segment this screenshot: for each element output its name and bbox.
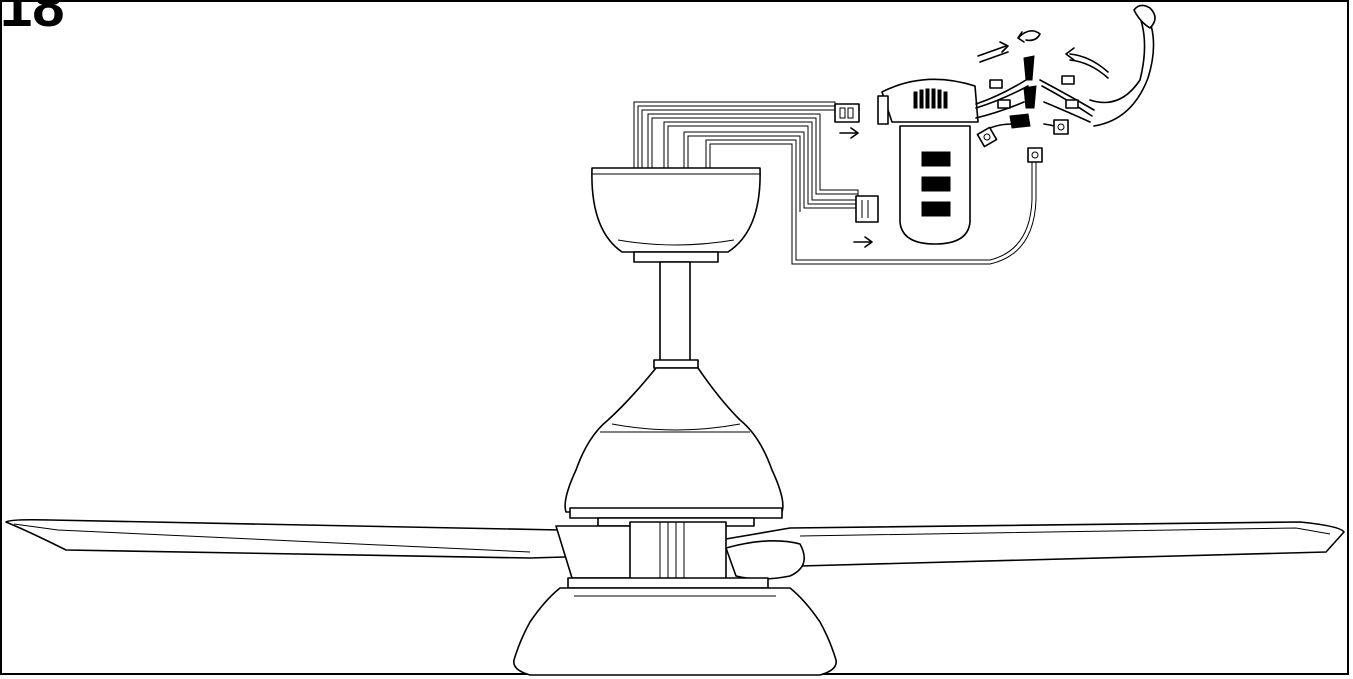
canopy-icon bbox=[591, 167, 761, 263]
downrod bbox=[653, 261, 699, 369]
fan-blade-icon bbox=[719, 521, 1345, 580]
arrow-icon bbox=[839, 127, 873, 248]
receiver-vents bbox=[913, 88, 948, 109]
blade-bracket bbox=[555, 521, 769, 589]
fan-blade-icon bbox=[5, 518, 605, 559]
ground-screw-icon bbox=[976, 119, 1069, 163]
wire-label-tags bbox=[989, 75, 1079, 109]
light-kit-icon bbox=[513, 587, 837, 676]
receiver-icon bbox=[877, 78, 979, 245]
step-number: 18 bbox=[0, 0, 65, 39]
arrow-icon bbox=[977, 30, 1109, 79]
connector-plug-bottom bbox=[855, 195, 879, 223]
wire-nut-icon bbox=[1009, 55, 1037, 129]
house-wires bbox=[975, 4, 1156, 129]
connector-plug-top bbox=[834, 103, 860, 123]
motor-housing bbox=[564, 367, 784, 527]
